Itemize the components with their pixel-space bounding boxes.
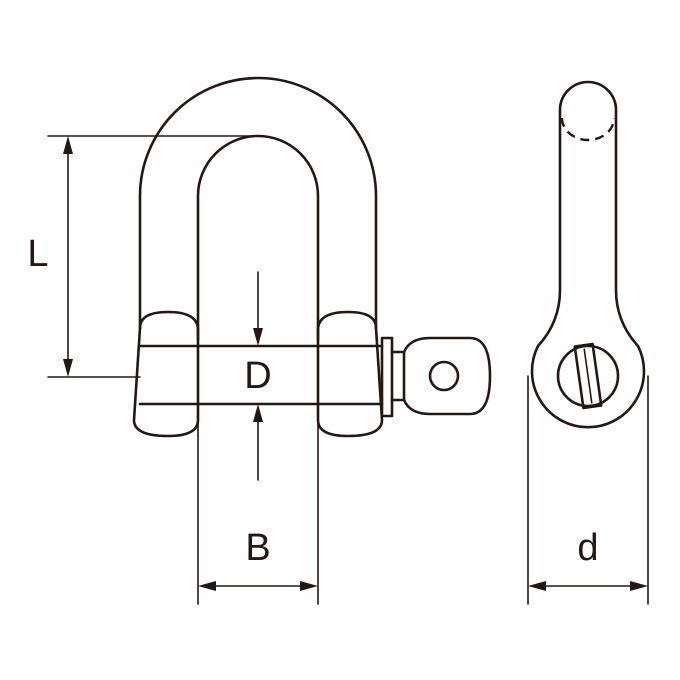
right-eye-boss [316, 310, 384, 438]
d-arrow-bottom [253, 404, 263, 422]
b-label: B [245, 527, 270, 569]
front-view: L D B [27, 76, 492, 605]
side-d-label: d [577, 527, 598, 569]
b-arrow-left [198, 581, 216, 591]
side-d-arrow-right [630, 581, 648, 591]
side-view: d [527, 80, 649, 605]
b-arrow-right [300, 581, 318, 591]
side-hidden-arc [560, 117, 616, 142]
l-arrow-top [63, 136, 73, 154]
pin-collar [380, 336, 394, 418]
d-arrow-top [253, 328, 263, 346]
l-label: L [27, 233, 48, 275]
side-pin-slot [573, 342, 603, 410]
pin-neck [390, 350, 406, 402]
d-label: D [244, 355, 271, 397]
l-arrow-bottom [63, 359, 73, 377]
side-bow-profile [530, 80, 646, 429]
pin-eye-hole [428, 360, 460, 392]
bow-outer [138, 76, 378, 330]
pin-eye-head [402, 336, 492, 416]
left-eye-boss [132, 310, 200, 438]
side-d-arrow-left [528, 581, 546, 591]
side-pin-slot-inner [583, 348, 593, 404]
